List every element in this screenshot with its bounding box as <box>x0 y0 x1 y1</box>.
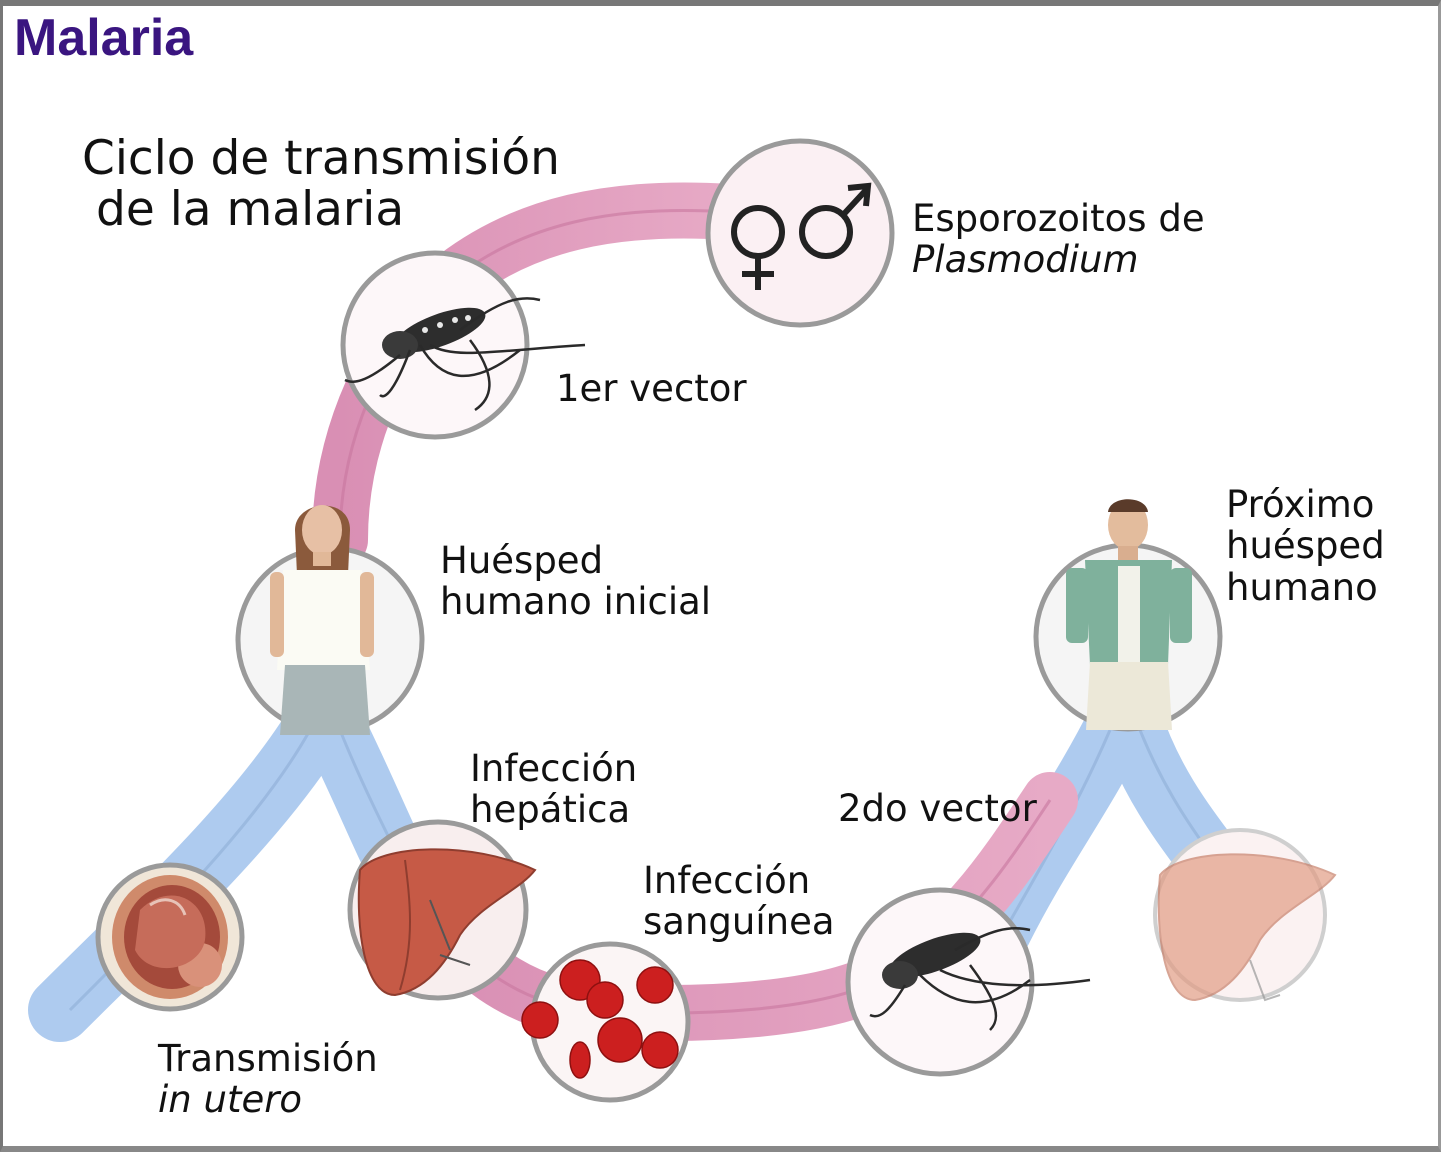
huesped-line1: Huésped <box>440 540 711 581</box>
esporozoitos-line1: Esporozoitos de <box>912 198 1205 239</box>
proximo-line2: huésped <box>1226 525 1385 566</box>
proximo-label: Próximo huésped humano <box>1226 484 1385 608</box>
mosquito-circle-1 <box>343 253 585 437</box>
huesped-line2: humano inicial <box>440 581 711 622</box>
esporozoitos-label: Esporozoitos de Plasmodium <box>912 198 1205 281</box>
esporozoitos-line2: Plasmodium <box>912 239 1205 280</box>
utero-label: Transmisión in utero <box>158 1038 378 1121</box>
utero-line2: in utero <box>158 1079 378 1120</box>
hepatica-line2: hepática <box>470 789 637 830</box>
utero-line1: Transmisión <box>158 1038 378 1079</box>
huesped-label: Huésped humano inicial <box>440 540 711 623</box>
sanguinea-label: Infección sanguínea <box>643 860 835 943</box>
woman-circle <box>238 505 422 735</box>
sex-symbols-circle <box>708 141 892 325</box>
blood-cells-circle <box>522 944 688 1100</box>
diagram-title-line1: Ciclo de transmisión <box>82 134 560 185</box>
proximo-line1: Próximo <box>1226 484 1385 525</box>
man-circle <box>1036 499 1220 730</box>
mosquito-circle-2 <box>848 890 1090 1074</box>
liver-2 <box>1155 830 1335 1000</box>
fetus-circle <box>98 865 242 1009</box>
diagram-title-line2: de la malaria <box>82 185 560 236</box>
vector1-label: 1er vector <box>556 368 747 409</box>
vector2-label: 2do vector <box>838 788 1037 829</box>
hepatica-line1: Infección <box>470 748 637 789</box>
fetus-icon <box>112 875 228 999</box>
hepatica-label: Infección hepática <box>470 748 637 831</box>
proximo-line3: humano <box>1226 567 1385 608</box>
diagram-title: Ciclo de transmisión de la malaria <box>82 134 560 236</box>
sanguinea-line2: sanguínea <box>643 901 835 942</box>
sanguinea-line1: Infección <box>643 860 835 901</box>
